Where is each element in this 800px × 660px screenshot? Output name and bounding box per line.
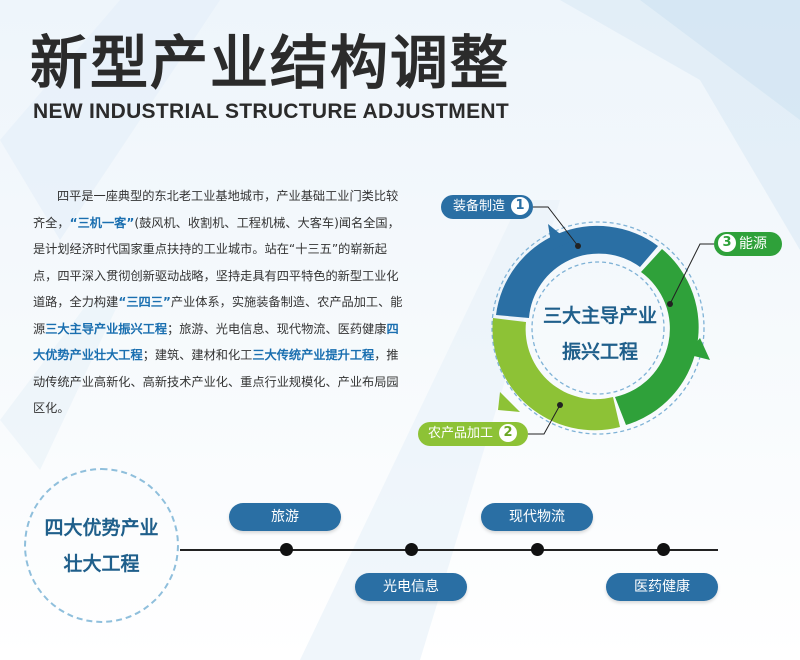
paragraph-text: 产业体系，实施装备制造、农产品加工、能源 (33, 295, 403, 336)
paragraph-text: ；建筑、建材和化工 (142, 348, 253, 362)
timeline-item-healthcare: 医药健康 (606, 573, 718, 601)
cycle-item-label: 能源 (739, 236, 767, 252)
cycle-item-number: 3 (718, 234, 736, 252)
paragraph-text: ；旅游、光电信息、现代物流、医药健康 (167, 321, 387, 336)
cycle-arrow-blue (548, 224, 570, 250)
timeline-line (180, 549, 718, 551)
paragraph-text: ，推动传统产业高新化、高新技术产业化、重点行业规模化、产业布局园区化。 (33, 348, 399, 415)
cycle-item-equipment: 装备制造 1 (441, 195, 533, 219)
cycle-center-line1: 三大主导产业 (542, 305, 657, 327)
cycle-item-number: 2 (499, 423, 518, 442)
intro-paragraph: 四平是一座典型的东北老工业基地城市，产业基础工业门类比较齐全，“三机一客”(鼓风… (33, 183, 409, 422)
paragraph-highlight: “三四三” (118, 295, 171, 309)
cycle-item-label: 农产品加工 (428, 426, 494, 441)
timeline-dot (531, 543, 544, 556)
cycle-item-agriculture: 农产品加工 2 (418, 422, 528, 446)
cycle-center-label: 三大主导产业 振兴工程 (520, 298, 680, 370)
cycle-arrow-lightgreen (498, 392, 520, 412)
timeline-item-optoelectronics: 光电信息 (355, 573, 467, 601)
paragraph-highlight: 三大主导产业振兴工程 (45, 321, 168, 336)
cycle-item-number: 1 (511, 196, 530, 215)
timeline-circle (24, 468, 179, 623)
timeline-dot (405, 543, 418, 556)
timeline-center-line2: 壮大工程 (63, 553, 140, 575)
timeline-dot (657, 543, 670, 556)
paragraph-highlight: “三机一客” (69, 215, 135, 230)
cycle-arrow-green (686, 338, 710, 360)
cycle-center-line2: 振兴工程 (561, 341, 638, 363)
connector-dot-1 (575, 243, 581, 249)
paragraph-highlight: 四大优势产业壮大工程 (33, 321, 399, 363)
connector-dot-2 (557, 402, 563, 408)
timeline-dot (280, 543, 293, 556)
connector-2 (528, 404, 561, 435)
cycle-item-label: 装备制造 (453, 199, 506, 214)
paragraph-text: (鼓风机、收割机、工程机械、大客车)闻名全国，是计划经济时代国家重点扶持的工业城… (33, 215, 400, 310)
timeline-center-label: 四大优势产业 壮大工程 (24, 510, 179, 582)
paragraph-text: 四平是一座典型的东北老工业基地城市，产业基础工业门类比较齐全， (33, 189, 399, 230)
connector-1 (533, 206, 579, 247)
timeline-center-line1: 四大优势产业 (44, 517, 159, 539)
timeline-item-logistics: 现代物流 (481, 503, 593, 531)
page-subtitle: NEW INDUSTRIAL STRUCTURE ADJUSTMENT (33, 100, 509, 123)
paragraph-highlight: 三大传统产业提升工程 (252, 348, 375, 362)
page-title: 新型产业结构调整 (30, 29, 511, 97)
timeline-item-tourism: 旅游 (229, 503, 341, 531)
connector-3 (669, 243, 714, 305)
